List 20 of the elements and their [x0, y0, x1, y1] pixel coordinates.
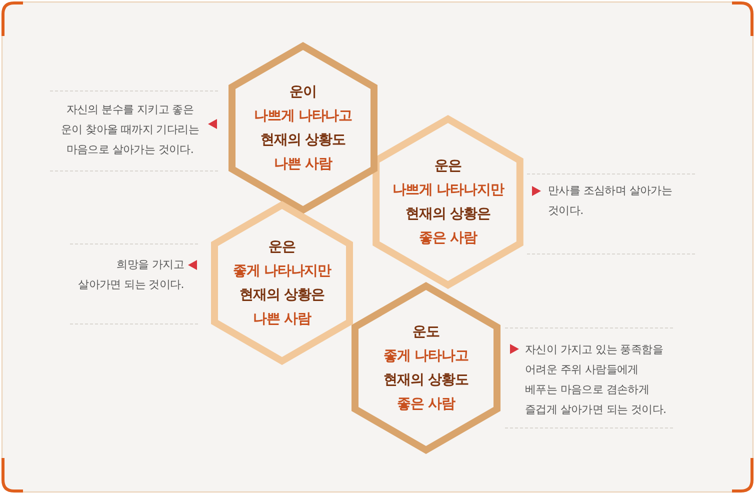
description-text: 자신의 분수를 지키고 좋은 운이 찾아올 때까지 기다리는 마음으로 살아가는 것이다.: [60, 102, 200, 158]
hexagon-text: 현재의 상황은: [406, 205, 490, 224]
hexagon-text: 좋게 나타나지만: [232, 262, 332, 281]
description-text: 자신이 가지고 있는 풍족함을 어려운 주위 사람들에게 베푸는 마음으로 겸손하게 즐겁게 살아가면 되는 것이다.: [525, 342, 668, 418]
heading-text: 운이: [290, 83, 316, 102]
description-text: 희망을 가지고 살아가면 되는 것이다.: [77, 257, 184, 293]
hexagon-text: 현재의 상황도: [260, 131, 346, 150]
heading-text: 운도: [412, 323, 440, 342]
hexagon-text: 나쁘게 나타나고: [254, 107, 352, 126]
hexagon-text: 좋게 나타나고: [384, 347, 468, 366]
heading-text: 운은: [434, 157, 462, 176]
hexagon-text: 나쁜 사람: [253, 310, 311, 329]
hexagon-text: 나쁜 사람: [274, 155, 332, 174]
hexagon-text: 현재의 상황도: [384, 371, 468, 390]
hexagon-text: 좋은 사람: [397, 395, 455, 414]
heading-text: 운은: [268, 238, 296, 257]
hexagon-text: 좋은 사람: [419, 229, 477, 248]
hexagon-text: 나쁘게 나타나지만: [392, 181, 504, 200]
hexagon-text: 현재의 상황은: [240, 286, 324, 305]
description-text: 만사를 조심하며 살아가는 것이다.: [548, 183, 674, 219]
